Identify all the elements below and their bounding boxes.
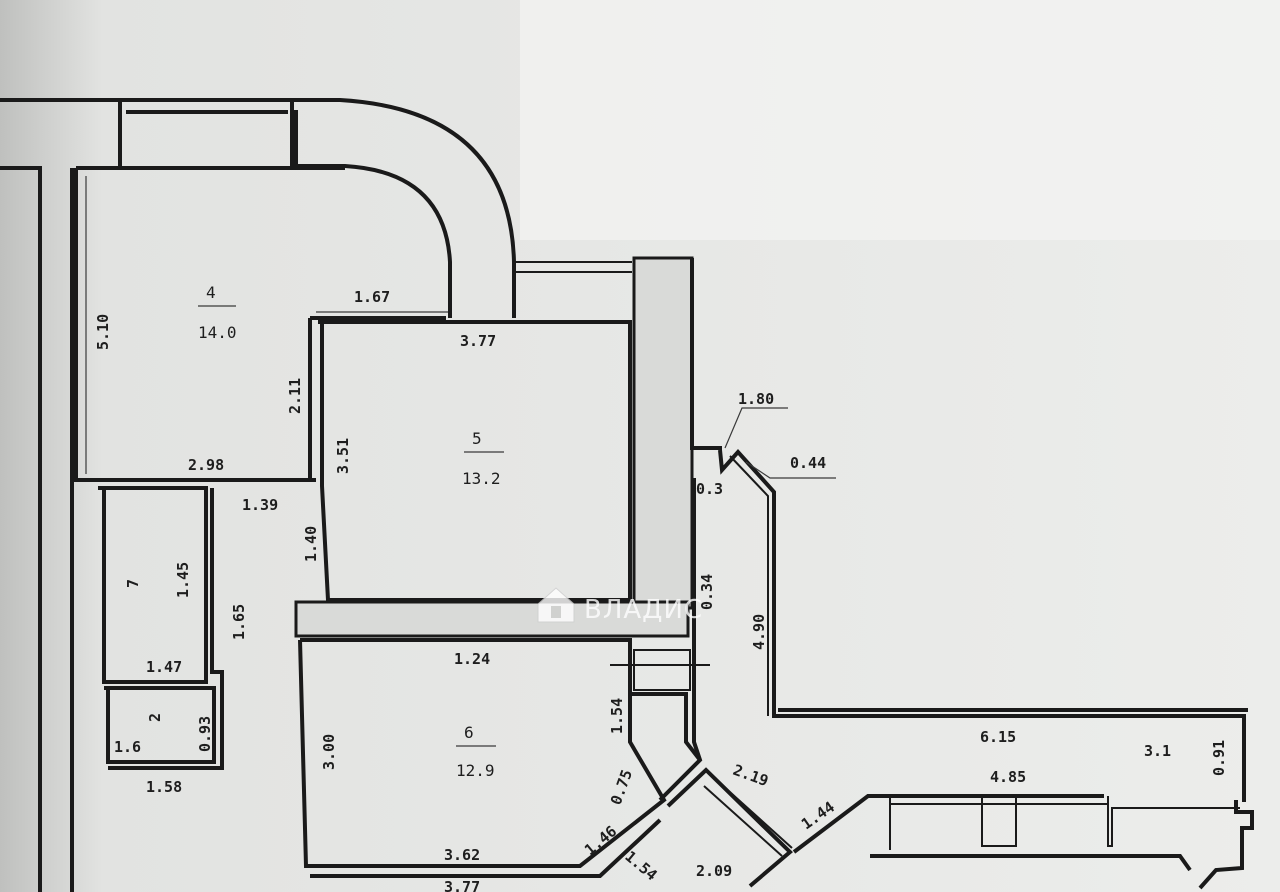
dim-0-91: 0.91 bbox=[1210, 740, 1228, 776]
dim-5-10: 5.10 bbox=[94, 314, 112, 350]
room-4-walls bbox=[74, 166, 446, 482]
dim-0-3: 0.3 bbox=[696, 480, 723, 498]
room-small-b-number: 2 bbox=[146, 713, 164, 722]
dim-2-98: 2.98 bbox=[188, 456, 224, 474]
dim-1-24: 1.24 bbox=[454, 650, 490, 668]
dim-1-67: 1.67 bbox=[354, 288, 390, 306]
dim-3-77-top: 3.77 bbox=[460, 332, 496, 350]
room-small-b-area: 1.6 bbox=[114, 738, 141, 756]
diagonal-wall bbox=[666, 767, 793, 888]
dim-1-47: 1.47 bbox=[146, 658, 182, 676]
dim-0-34: 0.34 bbox=[698, 574, 716, 610]
room-5-top-window bbox=[514, 261, 632, 273]
house-icon bbox=[537, 587, 575, 623]
loggia-end bbox=[1198, 800, 1254, 890]
loggia-window bbox=[889, 796, 1240, 850]
dim-1-45: 1.45 bbox=[174, 562, 192, 598]
dim-3-77-bottom: 3.77 bbox=[444, 878, 480, 892]
dim-1-80: 1.80 bbox=[738, 390, 774, 408]
room-4-area: 14.0 bbox=[198, 323, 237, 342]
dim-1-58: 1.58 bbox=[146, 778, 182, 796]
room-6-bottom bbox=[310, 818, 662, 878]
small-room-a-walls bbox=[98, 486, 208, 684]
small-room-b-walls bbox=[104, 686, 216, 764]
dim-3-51: 3.51 bbox=[334, 438, 352, 474]
dim-0-93: 0.93 bbox=[196, 716, 214, 752]
dim-3-62: 3.62 bbox=[444, 846, 480, 864]
paper-top-highlight bbox=[520, 0, 1280, 240]
diagonal-wall-inner bbox=[703, 775, 793, 857]
dim-4-90: 4.90 bbox=[750, 614, 768, 650]
riser-column-edge bbox=[690, 258, 722, 450]
corridor-right-inner bbox=[632, 692, 702, 762]
dim-6-15: 6.15 bbox=[980, 728, 1016, 746]
dim-1-40: 1.40 bbox=[302, 526, 320, 562]
room-4-number: 4 bbox=[206, 283, 216, 302]
dim-2-09: 2.09 bbox=[696, 862, 732, 880]
dim-3-00: 3.00 bbox=[320, 734, 338, 770]
dim-1-65: 1.65 bbox=[230, 604, 248, 640]
leader-1-80 bbox=[724, 407, 788, 449]
corridor-walls bbox=[108, 488, 224, 770]
dim-3-1: 3.1 bbox=[1144, 742, 1171, 760]
room-5-walls bbox=[318, 320, 632, 602]
watermark-text: ВЛАДИС bbox=[584, 595, 703, 625]
leader-0-44 bbox=[745, 461, 836, 479]
bay-nook-inner bbox=[729, 455, 769, 716]
top-balcony-curve-outer bbox=[292, 98, 516, 318]
riser-column bbox=[632, 256, 694, 610]
dim-4-85: 4.85 bbox=[990, 768, 1026, 786]
left-wall bbox=[0, 166, 74, 892]
loggia-walls bbox=[772, 708, 1248, 802]
central-wall bbox=[294, 600, 690, 638]
bay-nook bbox=[718, 449, 776, 716]
dim-1-54-vertical: 1.54 bbox=[608, 698, 626, 734]
loggia-bottom bbox=[792, 794, 1192, 872]
room-small-a-number: 7 bbox=[124, 579, 142, 588]
room-5-area: 13.2 bbox=[462, 469, 501, 488]
room-6-number: 6 bbox=[464, 723, 474, 742]
dim-2-11: 2.11 bbox=[286, 378, 304, 414]
room-5-number: 5 bbox=[472, 429, 482, 448]
corridor-right bbox=[658, 478, 703, 802]
room-6-walls bbox=[298, 638, 667, 868]
top-balcony-curve-inner bbox=[294, 110, 452, 318]
room-6-area: 12.9 bbox=[456, 761, 495, 780]
dim-0-44: 0.44 bbox=[790, 454, 826, 472]
dim-1-39: 1.39 bbox=[242, 496, 278, 514]
